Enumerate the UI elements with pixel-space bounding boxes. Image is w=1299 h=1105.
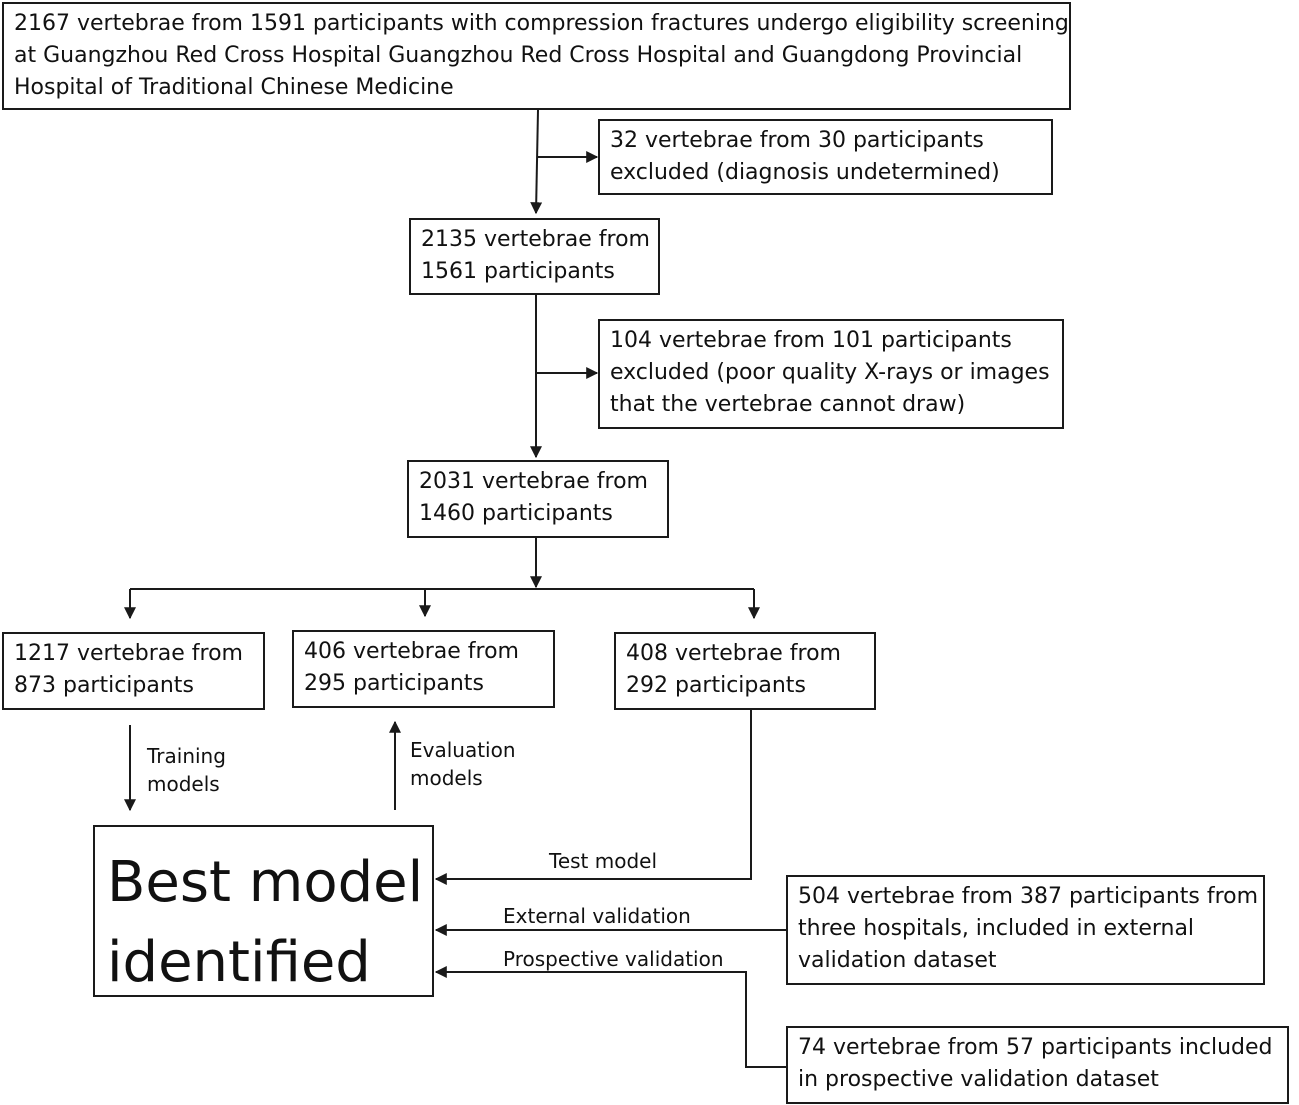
evaluation-set-box: 406 vertebrae from 295 participants xyxy=(292,630,555,708)
external-validation-label: External validation xyxy=(503,904,691,928)
screening-box: 2167 vertebrae from 1591 participants wi… xyxy=(2,2,1071,110)
prospective-validation-box: 74 vertebrae from 57 participants includ… xyxy=(786,1026,1289,1104)
exclusion-undetermined-box: 32 vertebrae from 30 participants exclud… xyxy=(598,119,1053,195)
arrow-prospective-to-model xyxy=(434,966,786,1068)
external-validation-box: 504 vertebrae from 387 participants from… xyxy=(786,875,1265,985)
prospective-validation-label: Prospective validation xyxy=(503,947,724,971)
training-models-label: Training models xyxy=(147,744,226,796)
arrow-screening-to-2135 xyxy=(530,109,543,215)
evaluation-models-label: Evaluation models xyxy=(410,738,516,790)
arrow-test-to-model xyxy=(434,709,752,885)
training-set-box: 1217 vertebrae from 873 participants xyxy=(2,632,265,710)
exclusion-poor-quality-box: 104 vertebrae from 101 participants excl… xyxy=(598,319,1064,429)
test-model-label: Test model xyxy=(549,849,658,873)
after-exclusion2-box: 2031 vertebrae from 1460 participants xyxy=(407,460,669,538)
best-model-box: Best model identified xyxy=(93,825,434,997)
test-set-box: 408 vertebrae from 292 participants xyxy=(614,632,876,710)
after-exclusion1-box: 2135 vertebrae from 1561 participants xyxy=(409,218,660,295)
